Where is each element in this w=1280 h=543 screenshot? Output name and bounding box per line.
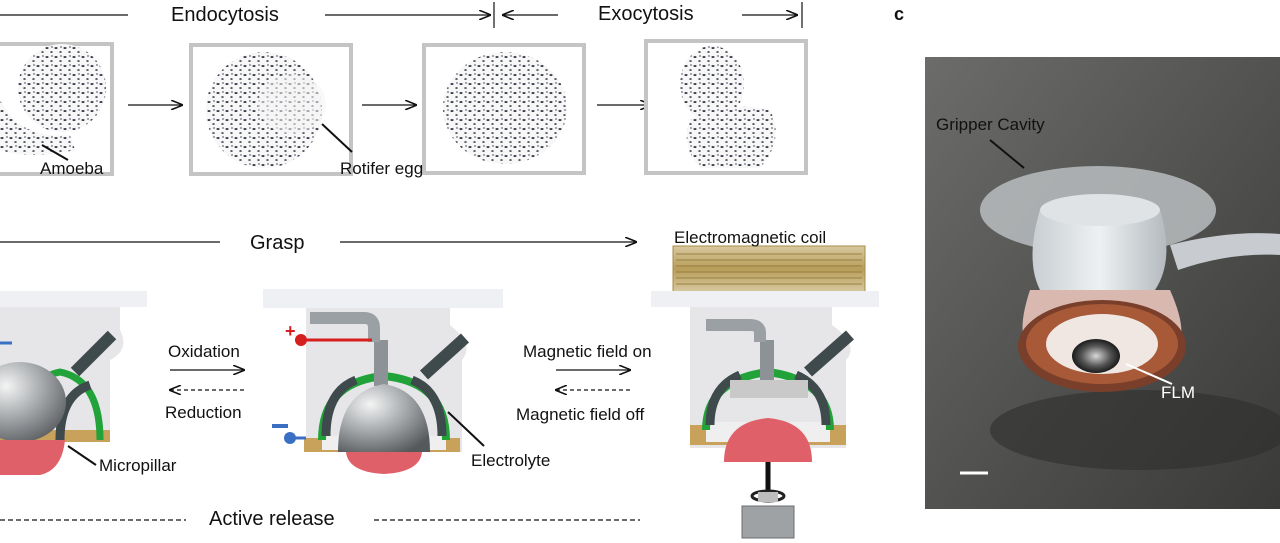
magnetic-field-on-label: Magnetic field on	[523, 342, 652, 361]
electrolyte-label: Electrolyte	[471, 451, 551, 470]
endocytosis-label: Endocytosis	[171, 4, 279, 26]
micrograph-frame-1	[0, 42, 114, 176]
micrograph-frame-2	[189, 43, 353, 176]
gripper-diagram-3	[651, 245, 879, 539]
top-row-arrows	[0, 2, 803, 105]
amoeba-label: Amoeba	[40, 159, 104, 178]
gripper-cavity-pointer	[989, 139, 1025, 169]
amoeba-pointer	[41, 144, 69, 161]
panel-letter-c: c	[894, 4, 905, 24]
active-release-label: Active release	[209, 508, 335, 530]
micrograph-frame-3	[422, 43, 586, 175]
electromagnetic-coil-label: Electromagnetic coil	[674, 228, 827, 247]
exocytosis-label: Exocytosis	[598, 3, 694, 25]
micropillar-label: Micropillar	[99, 456, 177, 475]
micrograph-frame-4	[644, 39, 808, 175]
gripper-photo	[925, 57, 1280, 509]
rotifer-egg-pointer	[321, 123, 353, 153]
flm-pointer	[1125, 363, 1173, 385]
rotifer-egg-label: Rotifer egg	[340, 159, 424, 178]
reduction-label: Reduction	[165, 403, 242, 422]
flm-label: FLM	[1161, 383, 1195, 402]
gripper-cavity-label: Gripper Cavity	[936, 115, 1045, 134]
middle-row-arrows	[0, 242, 640, 521]
grasp-label: Grasp	[250, 232, 305, 254]
positive-sign: +	[285, 321, 296, 341]
oxidation-label: Oxidation	[168, 342, 240, 361]
gripper-diagram-1	[0, 291, 147, 475]
gripper-diagram-2	[263, 289, 503, 474]
magnetic-field-off-label: Magnetic field off	[516, 405, 645, 424]
